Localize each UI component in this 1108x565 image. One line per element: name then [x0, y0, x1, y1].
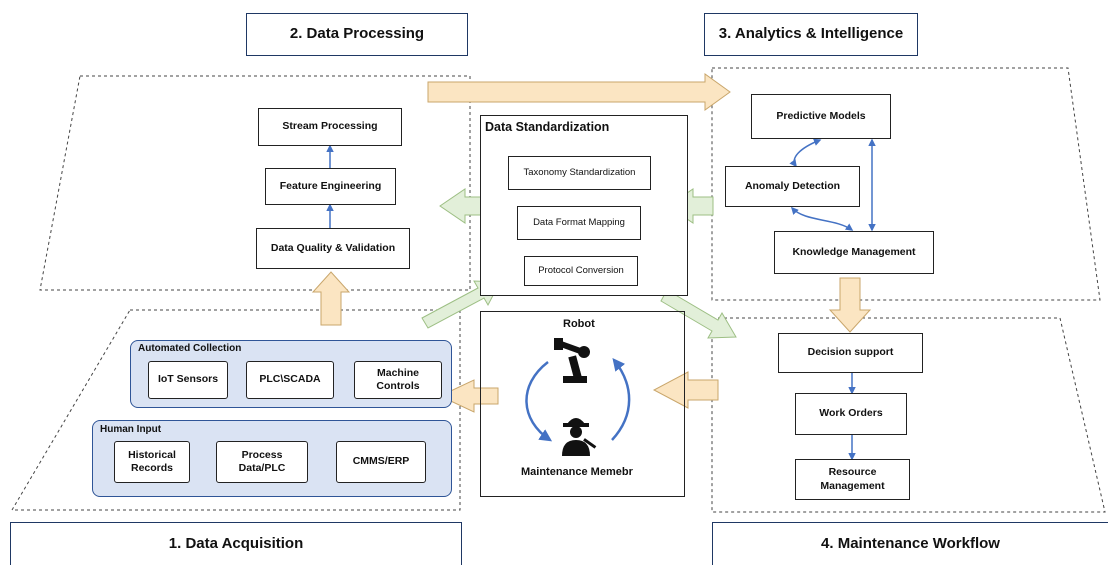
arrow-acquisition-to-processing — [311, 271, 351, 326]
processing-region — [39, 75, 471, 291]
robot-label: Robot — [563, 318, 595, 330]
historical-records-box: Historical Records — [114, 441, 190, 483]
acquisition-region — [11, 309, 461, 511]
machine-controls-box: Machine Controls — [354, 361, 442, 399]
arrow-workflow-to-collab — [652, 371, 719, 409]
process-data-plc-box: Process Data/PLC — [216, 441, 308, 483]
iot-sensors-box: IoT Sensors — [148, 361, 228, 399]
robot-arm-icon — [554, 338, 595, 383]
analytics-region — [711, 67, 1101, 301]
connector-predictive-anomaly — [789, 138, 822, 168]
arrow-processing-to-analytics — [427, 73, 731, 111]
section-title-acquisition: 1. Data Acquisition — [10, 522, 462, 565]
workflow-region — [711, 317, 1106, 513]
arrow-standardization-to-workflow — [660, 289, 737, 339]
plc-scada-box: PLC\SCADA — [246, 361, 334, 399]
protocol-conversion-box: Protocol Conversion — [524, 256, 638, 286]
stream-processing-box: Stream Processing — [258, 108, 402, 146]
knowledge-management-box: Knowledge Management — [774, 231, 934, 274]
data-standardization-title: Data Standardization — [485, 120, 610, 134]
data-format-mapping-box: Data Format Mapping — [517, 206, 641, 240]
cycle-arrow-right — [611, 358, 631, 441]
anomaly-detection-box: Anomaly Detection — [725, 166, 860, 207]
section-title-analytics: 3. Analytics & Intelligence — [704, 13, 918, 56]
predictive-models-box: Predictive Models — [751, 94, 891, 139]
taxonomy-standardization-box: Taxonomy Standardization — [508, 156, 651, 190]
resource-management-box: Resource Management — [795, 459, 910, 500]
data-quality-box: Data Quality & Validation — [256, 228, 410, 269]
arrow-analytics-to-workflow — [828, 277, 872, 333]
maintenance-member-label: Maintenance Memebr — [521, 466, 633, 478]
work-orders-box: Work Orders — [795, 393, 907, 435]
decision-support-box: Decision support — [778, 333, 923, 373]
human-input-label: Human Input — [100, 424, 162, 435]
arrow-collab-to-acquisition — [438, 379, 499, 413]
collaboration-container — [480, 311, 685, 497]
feature-engineering-box: Feature Engineering — [265, 168, 396, 205]
automated-collection-label: Automated Collection — [138, 343, 242, 354]
connector-anomaly-knowledge — [790, 206, 854, 231]
worker-icon — [562, 418, 597, 456]
section-title-processing: 2. Data Processing — [246, 13, 468, 56]
cycle-arrow-left — [525, 361, 553, 442]
cmms-erp-box: CMMS/ERP — [336, 441, 426, 483]
section-title-workflow: 4. Maintenance Workflow — [712, 522, 1108, 565]
